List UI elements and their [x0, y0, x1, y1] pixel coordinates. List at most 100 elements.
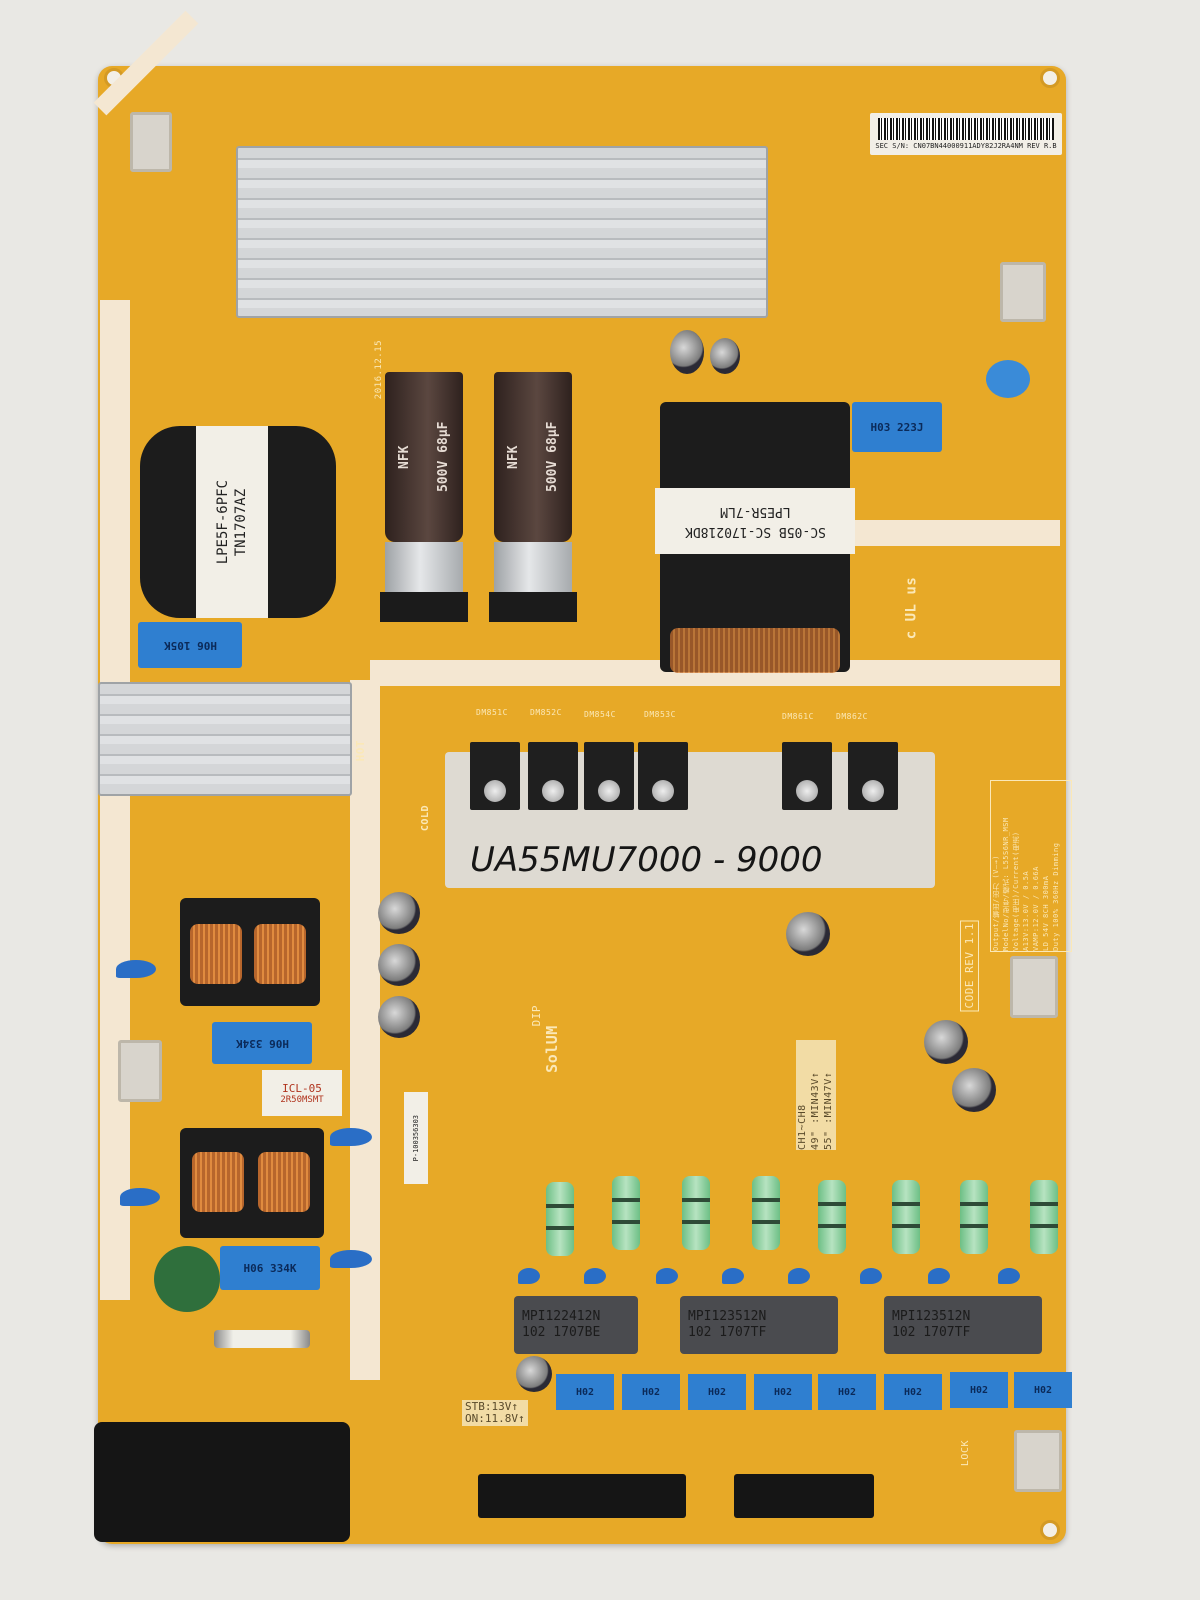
ceramic-capacitor: [788, 1268, 810, 1284]
current-sense-resistor: [960, 1180, 988, 1254]
h02-capacitor: H02: [884, 1374, 942, 1410]
silk-ref: DM853C: [644, 710, 676, 719]
current-sense-resistor: [752, 1176, 780, 1250]
h02-capacitor: H02: [556, 1374, 614, 1410]
electrolytic-capacitor: [786, 912, 830, 956]
silk-ref: DM854C: [584, 710, 616, 719]
barcode-sticker-text: P-100356303: [412, 1114, 420, 1162]
y-capacitor: [120, 1188, 160, 1206]
x-capacitor-h06-105k: H06 105K: [138, 622, 242, 668]
ground-lug: [130, 112, 172, 172]
silk-ref: DM852C: [530, 708, 562, 717]
screw: [796, 780, 818, 802]
cap-label: H06 334K: [235, 1036, 289, 1050]
screw: [598, 780, 620, 802]
ic-part-number: MPI122412N: [522, 1309, 601, 1324]
pfc-inductor-label: LPE5F-6PFC TN1707AZ: [196, 426, 268, 618]
led-driver-ic-3: MPI123512N 102 1707TF: [884, 1296, 1042, 1354]
electrolytic-capacitor: [924, 1020, 968, 1064]
current-sense-resistor: [1030, 1180, 1058, 1254]
h02-capacitor: H02: [622, 1374, 680, 1410]
x-capacitor-h03: H03 223J: [852, 402, 942, 452]
isolation-gap: [350, 680, 380, 1380]
cap-rating: 500V 68µF: [545, 421, 560, 493]
handwritten-model-note: UA55MU7000 - 9000: [470, 840, 823, 880]
on-voltage: ON:11.8V↑: [465, 1412, 525, 1425]
ceramic-capacitor: [928, 1268, 950, 1284]
screw: [542, 780, 564, 802]
code-rev-label: CODE REV 1.1: [960, 920, 979, 1012]
cap-series: NFK: [397, 445, 412, 469]
x-capacitor-h06-334k-2: H06 334K: [220, 1246, 320, 1290]
screw: [862, 780, 884, 802]
serial-rev: REV R.B: [1027, 142, 1057, 150]
serial-text: SEC S/N: CN07BN44000911ADY82J2RA4NM: [875, 142, 1023, 150]
y-capacitor: [330, 1250, 372, 1268]
ic-part-number: MPI123512N: [688, 1309, 767, 1324]
transformer-windings: [670, 628, 840, 673]
electrolytic-capacitor: [952, 1068, 996, 1112]
bulk-capacitor-1: NFK 500V 68µF: [385, 372, 463, 542]
bulk-capacitor-2: NFK 500V 68µF: [494, 372, 572, 542]
lock-label: LOCK: [960, 1440, 971, 1467]
h02-capacitor: H02: [950, 1372, 1008, 1408]
ac-input-socket[interactable]: [94, 1422, 350, 1542]
transformer-model: LPE5R-7LM: [719, 504, 791, 519]
capacitor-mount: [380, 592, 468, 622]
spec-row: LD 54V 8CH 300mA: [1042, 875, 1050, 951]
pfc-inductor-lot: TN1707AZ: [233, 488, 249, 556]
solum-brand: SolUM: [542, 1025, 561, 1073]
ground-lug: [1010, 956, 1058, 1018]
x-capacitor-h06-334k: H06 334K: [212, 1022, 312, 1064]
y-capacitor: [330, 1128, 372, 1146]
ceramic-capacitor: [584, 1268, 606, 1284]
y-capacitor: [116, 960, 156, 978]
spec-row: Output/输出/出力 (V—→): [992, 854, 1000, 951]
ic-part-number: MPI123512N: [892, 1309, 971, 1324]
ceramic-capacitor: [722, 1268, 744, 1284]
mounting-hole: [1040, 68, 1060, 88]
ul-certification-mark: c UL us: [903, 576, 920, 640]
current-sense-resistor: [612, 1176, 640, 1250]
cap-series: NFK: [506, 445, 521, 469]
capacitor-mount: [489, 592, 577, 622]
bulk-capacitor-1-can: [385, 542, 463, 592]
silk-ref: DM851C: [476, 708, 508, 717]
spec-row: Voltage(电压)/Current(电流): [1012, 831, 1020, 951]
ceramic-capacitor: [998, 1268, 1020, 1284]
current-sense-resistor: [892, 1180, 920, 1254]
choke-winding: [258, 1152, 310, 1212]
output-connector-2[interactable]: [734, 1474, 874, 1518]
transformer-label: SC-05B SC-170218DK LPE5R-7LM: [655, 488, 855, 554]
bulk-capacitor-2-can: [494, 542, 572, 592]
bridge-heatsink: [98, 682, 352, 796]
electrolytic-capacitor: [670, 330, 704, 374]
transformer-part: SC-05B SC-170218DK: [684, 524, 826, 539]
cap-label: H06 105K: [163, 638, 217, 652]
spec-row: Duty 100% 360Hz Dimming: [1052, 842, 1060, 951]
silk-ref: DM861C: [782, 712, 814, 721]
ch-49-voltage: 49" :MIN43V↑: [810, 1071, 821, 1150]
barcode: [878, 118, 1054, 140]
screw: [484, 780, 506, 802]
ground-lug: [1014, 1430, 1062, 1492]
electrolytic-capacitor: [378, 892, 420, 934]
screw: [652, 780, 674, 802]
date-code: 2016.12.15: [374, 340, 384, 400]
ground-lug: [118, 1040, 162, 1102]
serial-number-label: SEC S/N: CN07BN44000911ADY82J2RA4NM REV …: [870, 113, 1062, 155]
varistor: [154, 1246, 220, 1312]
ground-lug: [1000, 262, 1046, 322]
cold-label: COLD: [420, 805, 431, 832]
current-sense-resistor: [682, 1176, 710, 1250]
barcode-sticker: P-100356303: [404, 1092, 428, 1184]
ic-date-code: 102 1707BE: [522, 1325, 601, 1340]
cap-rating: 500V 68µF: [436, 421, 451, 493]
hot-label: HOT: [354, 740, 367, 762]
choke-winding: [192, 1152, 244, 1212]
dip-label: DIP: [530, 1005, 543, 1027]
safety-y-capacitor: [986, 360, 1030, 398]
h02-capacitor: H02: [818, 1374, 876, 1410]
output-connector-1[interactable]: [478, 1474, 686, 1518]
channel-voltage-label: CH1~CH8 49" :MIN43V↑ 55" :MIN47V↑: [796, 1040, 836, 1150]
